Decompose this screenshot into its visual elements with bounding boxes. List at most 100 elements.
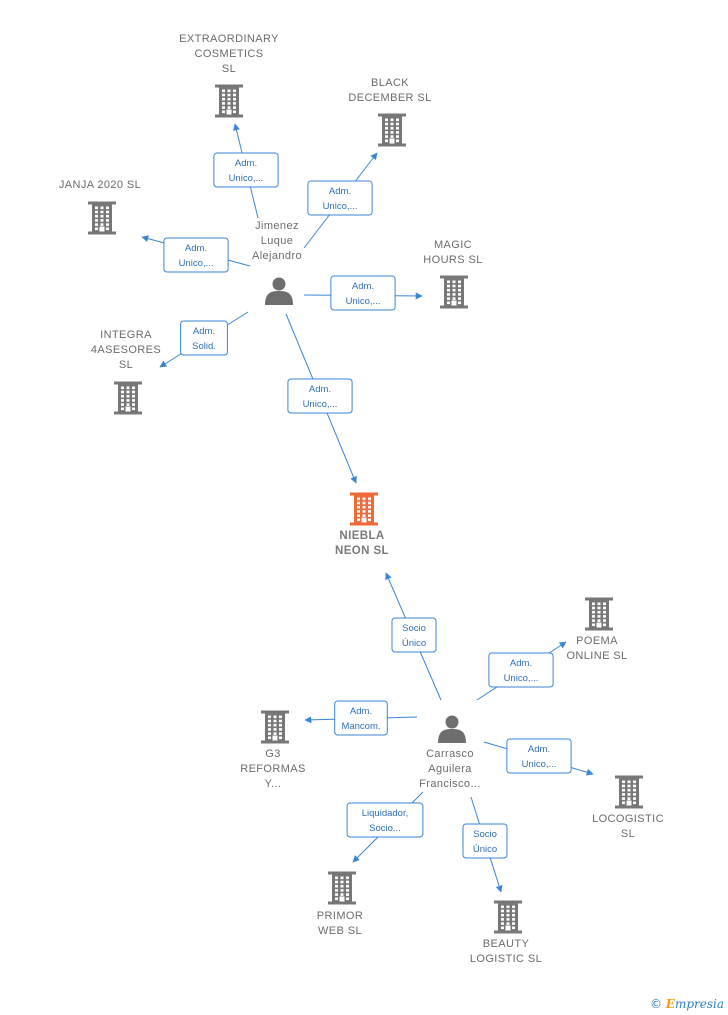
node-extraordinary[interactable]: EXTRAORDINARY COSMETICS SL: [179, 33, 279, 118]
edge-label-box[interactable]: Adm.Unico,...: [213, 152, 279, 188]
edge-label-text: Único: [473, 844, 497, 855]
building-icon: [328, 871, 356, 905]
edge-carrasco-primor: Liquidador,Socio...: [346, 791, 424, 863]
edge-label-text: Adm.: [309, 384, 331, 395]
node-label: NEON SL: [335, 545, 389, 557]
edge-label-box[interactable]: Adm. Unico,...: [287, 378, 353, 414]
edge-label-text: Socio: [402, 623, 426, 634]
edge-label-box[interactable]: Adm.Mancom.: [334, 700, 388, 736]
copyright-credit[interactable]: © Empresia: [650, 997, 724, 1011]
node-janja[interactable]: JANJA 2020 SL: [59, 179, 141, 235]
node-label: LOCOGISTIC: [592, 813, 664, 825]
copyright-symbol: ©: [649, 997, 662, 1011]
edge-label-text: Adm.: [193, 326, 215, 337]
edge-jimenez-janja: Adm. Unico,...: [141, 235, 251, 273]
edges-layer: Adm. Unico,... Adm. Unico,... Adm. Unico,... A…: [141, 123, 594, 893]
building-icon: [585, 597, 613, 631]
edge-label-text: Unico,...: [303, 399, 338, 410]
node-label: Alejandro: [252, 250, 302, 262]
node-carrasco[interactable]: CarrascoAguileraFrancisco...: [419, 715, 481, 791]
edge-jimenez-black: Adm. Unico,...: [303, 152, 378, 249]
node-label: INTEGRA: [100, 329, 152, 341]
edge-label-text: Unico,...: [179, 258, 214, 269]
building-icon: [215, 84, 243, 118]
edge-label-text: Unico,...: [323, 201, 358, 212]
edge-carrasco-g3: Adm.Mancom.: [304, 700, 418, 736]
node-label: BLACK: [371, 77, 409, 89]
node-label: WEB SL: [318, 925, 362, 937]
edge-label-box[interactable]: Adm. Unico,...: [330, 275, 396, 311]
node-label: REFORMAS: [240, 763, 306, 775]
edge-label-box[interactable]: Adm. Solid.: [180, 320, 228, 356]
building-icon: [261, 710, 289, 744]
building-icon: [88, 201, 116, 235]
edge-label-text: Adm.: [350, 706, 372, 717]
node-label: LOGISTIC SL: [470, 953, 542, 965]
edge-jimenez-extraordinary: Adm.Unico,...: [213, 123, 279, 219]
edge-label-text: Adm.: [528, 744, 550, 755]
node-label: JANJA 2020 SL: [59, 179, 141, 191]
node-label: COSMETICS: [195, 48, 264, 60]
node-magic[interactable]: MAGIC HOURS SL: [423, 239, 482, 309]
node-label: G3: [265, 748, 280, 760]
edge-label-text: Adm.: [185, 243, 207, 254]
node-label: HOURS SL: [423, 254, 482, 266]
node-label: DECEMBER SL: [348, 92, 431, 104]
node-label: MAGIC: [434, 239, 472, 251]
edge-label-box[interactable]: Adm. Unico,...: [163, 237, 229, 273]
node-label: NIEBLA: [339, 530, 384, 542]
edge-carrasco-locogistic: Adm.Unico,...: [483, 738, 594, 776]
person-icon: [265, 277, 293, 305]
edge-label-text: Adm.: [235, 158, 257, 169]
building-icon: [350, 492, 378, 526]
nodes-layer: EXTRAORDINARY COSMETICS SL BLACK DECEMBER SL…: [59, 33, 664, 965]
edge-label-box[interactable]: Adm.Unico,...: [506, 738, 572, 774]
edge-label-box[interactable]: Adm. Unico,...: [488, 652, 554, 688]
edge-label-text: Adm.: [329, 186, 351, 197]
node-label: SL: [621, 828, 635, 840]
edge-jimenez-niebla: Adm. Unico,...: [285, 313, 357, 484]
node-label: EXTRAORDINARY: [179, 33, 279, 45]
building-icon: [378, 113, 406, 147]
building-icon: [494, 900, 522, 934]
node-integra[interactable]: INTEGRA 4ASESORES SL: [91, 329, 161, 415]
edge-label-text: Unico,...: [504, 673, 539, 684]
building-icon: [114, 381, 142, 415]
node-black[interactable]: BLACK DECEMBER SL: [348, 77, 431, 147]
node-primor[interactable]: PRIMOR WEB SL: [317, 871, 363, 938]
node-label: SL: [119, 359, 133, 371]
node-label: SL: [222, 63, 236, 75]
edge-label-text: Único: [402, 638, 426, 649]
building-icon: [615, 775, 643, 809]
node-niebla[interactable]: NIEBLA NEON SL: [335, 492, 389, 558]
edge-label-text: Solid.: [192, 341, 216, 352]
edge-label-box[interactable]: Adm. Unico,...: [307, 180, 373, 216]
node-label: Francisco...: [419, 778, 481, 790]
edge-label-text: Unico,...: [346, 296, 381, 307]
node-label: Luque: [261, 235, 294, 247]
edge-label-text: Socio...: [369, 823, 401, 834]
node-label: 4ASESORES: [91, 344, 161, 356]
node-label: Aguilera: [428, 763, 472, 775]
edge-label-text: Adm.: [352, 281, 374, 292]
edge-jimenez-magic: Adm. Unico,...: [303, 275, 423, 311]
node-label: POEMA: [576, 635, 618, 647]
brand-logo-initial: E: [665, 997, 675, 1011]
node-label: Carrasco: [426, 748, 474, 760]
edge-label-text: Socio: [473, 829, 497, 840]
brand-logo-name: mpresia: [674, 997, 724, 1011]
edge-label-text: Adm.: [510, 658, 532, 669]
node-locogistic[interactable]: LOCOGISTIC SL: [592, 775, 664, 841]
person-icon: [438, 715, 466, 743]
node-label: PRIMOR: [317, 910, 363, 922]
node-g3[interactable]: G3REFORMASY...: [240, 710, 306, 791]
edge-label-box[interactable]: Liquidador,Socio...: [346, 802, 424, 838]
